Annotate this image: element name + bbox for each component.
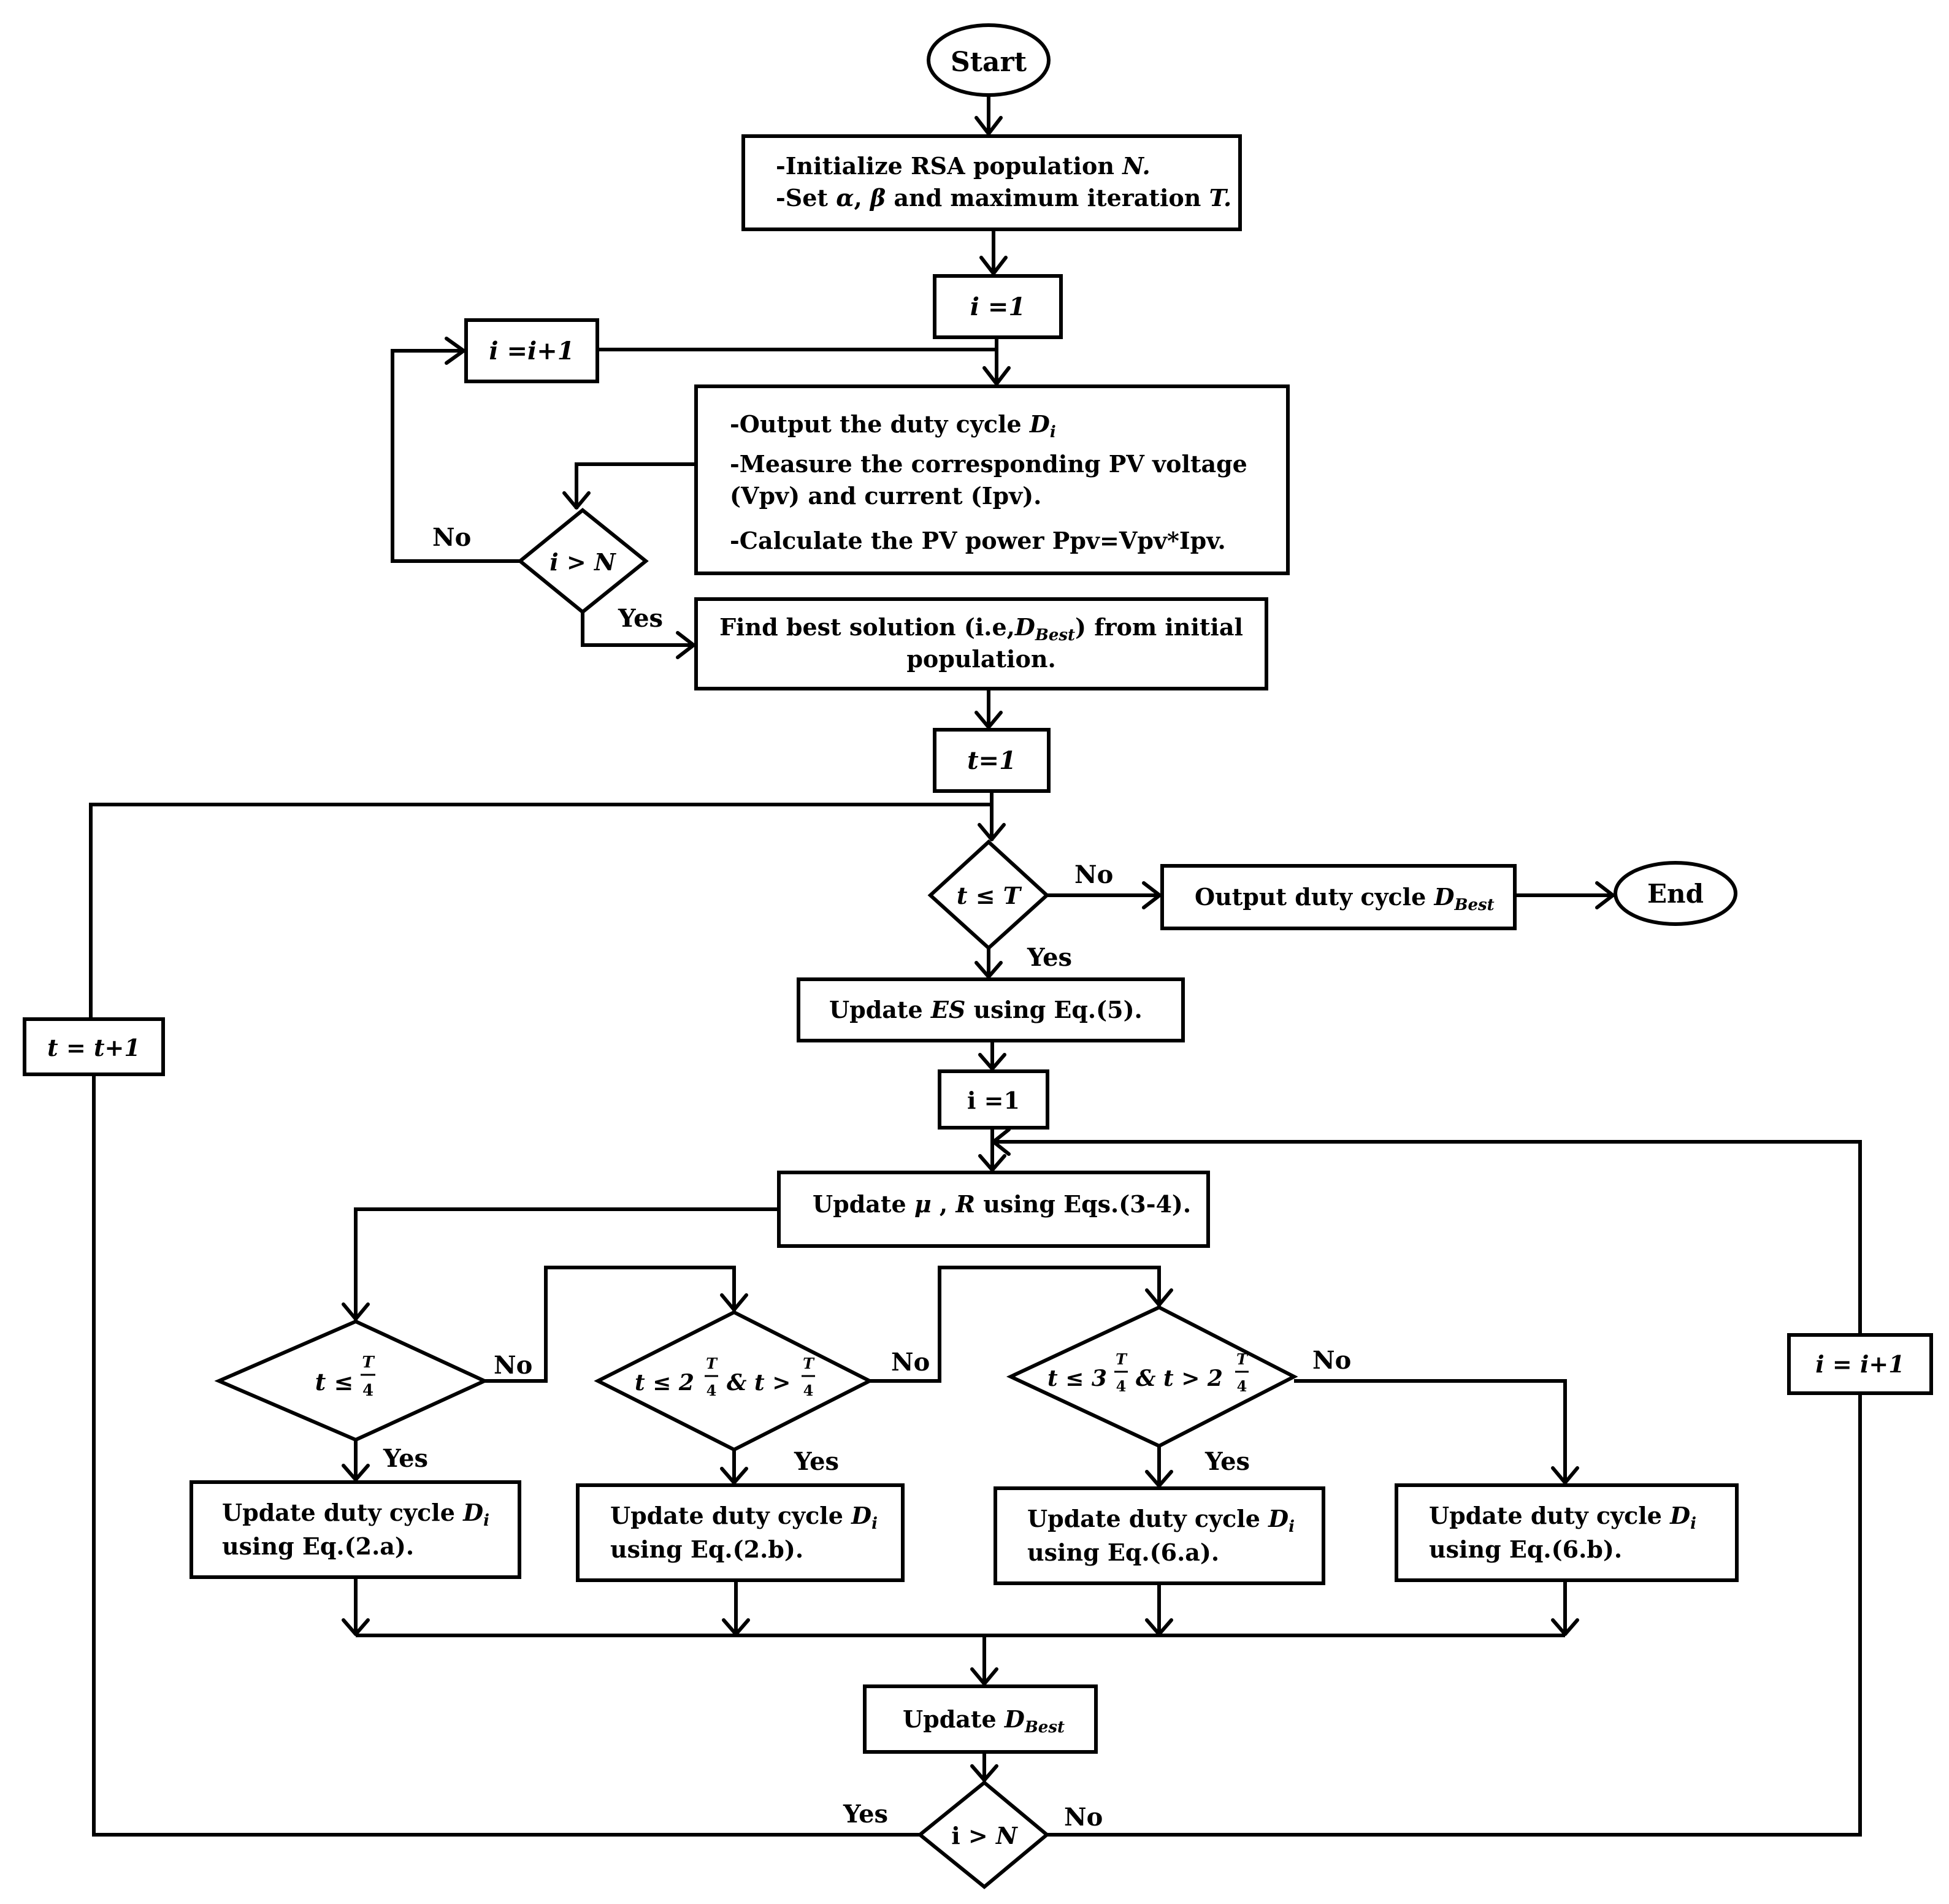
svg-text:T: T [706,1355,718,1372]
update-es-box: Update ES using Eq.(5). [797,977,1185,1042]
svg-text:& t >: & t > [727,1370,791,1396]
find-best-line-2: population. [906,645,1055,673]
decision-t-le-T-label: t ≤ T [957,882,1022,909]
svg-text:t ≤ 2: t ≤ 2 [635,1370,694,1396]
measure-line-1: -Output the duty cycle Di [730,410,1056,442]
decision-phase-1: t ≤ T 4 [214,1319,489,1442]
update-eq-6b-box: Update duty cycle Di using Eq.(6.b). [1395,1483,1739,1582]
no-label-phase-3: No [1312,1346,1351,1375]
i-init-2-label: i =1 [967,1087,1020,1114]
update-es-label: Update ES using Eq.(5). [829,996,1143,1023]
t-init-label: t=1 [967,746,1016,775]
i-increment-right-label: i = i+1 [1815,1350,1904,1378]
svg-text:4: 4 [803,1382,814,1399]
i-init-box: i =1 [933,274,1063,339]
svg-text:& t > 2: & t > 2 [1136,1366,1223,1391]
t-increment-label: t = t+1 [47,1034,140,1061]
i-increment-top-label: i =i+1 [489,337,574,365]
decision-i-greater-n-top-label: i > N [549,548,616,576]
no-label-phase-2: No [891,1348,930,1377]
measure-line-4: -Calculate the PV power Ppv=Vpv*Ipv. [730,527,1226,554]
update-mu-r-label: Update μ , R using Eqs.(3-4). [813,1190,1191,1218]
i-init-box-2: i =1 [938,1069,1049,1130]
yes-label-t: Yes [1027,943,1072,972]
update-eq-2a-line-1: Update duty cycle Di [222,1499,489,1530]
decision-i-greater-n-bottom-label: i > N [951,1822,1018,1849]
svg-text:4: 4 [1237,1377,1247,1395]
branch-labels: No Yes No Yes No Yes No Yes No Yes Yes N… [383,523,1351,1832]
measure-box: -Output the duty cycle Di -Measure the c… [694,384,1290,575]
update-eq-2a-line-2: using Eq.(2.a). [222,1532,414,1560]
svg-text:t ≤ 3: t ≤ 3 [1047,1366,1107,1391]
find-best-line-1: Find best solution (i.e,DBest) from init… [719,613,1243,644]
output-best-box: Output duty cycle DBest [1160,864,1517,930]
decision-phase-3: t ≤ 3 T 4 & t > 2 T 4 [1006,1305,1298,1448]
decision-phase-2: t ≤ 2 T 4 & t > T 4 [594,1310,874,1452]
svg-text:T: T [803,1355,815,1372]
no-label-i-bottom: No [1064,1803,1103,1832]
t-init-box: t=1 [933,728,1051,793]
no-label-phase-1: No [494,1351,532,1380]
update-dbest-label: Update DBest [903,1705,1065,1737]
yes-label-i-bottom: Yes [843,1800,888,1829]
connectors [89,95,1862,1837]
svg-text:4: 4 [1116,1377,1127,1395]
output-best-label: Output duty cycle DBest [1195,883,1495,914]
update-eq-6b-line-2: using Eq.(6.b). [1429,1535,1622,1563]
end-node: End [1614,861,1737,926]
decision-phase-2-expression: t ≤ 2 T 4 & t > T 4 [635,1355,815,1399]
measure-line-2: -Measure the corresponding PV voltage [730,450,1247,478]
start-node: Start [927,23,1051,97]
yes-label-phase-2: Yes [794,1447,839,1476]
decision-phase-3-expression: t ≤ 3 T 4 & t > 2 T 4 [1047,1350,1249,1395]
start-label: Start [951,47,1027,78]
update-eq-2b-line-2: using Eq.(2.b). [610,1535,803,1563]
no-label-i-top: No [432,523,471,552]
i-init-label: i =1 [970,292,1025,321]
decision-i-greater-n-bottom: i > N [917,1780,1050,1889]
t-increment-box: t = t+1 [23,1017,165,1076]
init-box: -Initialize RSA population N. -Set α, β … [741,134,1242,231]
update-eq-6a-line-2: using Eq.(6.a). [1027,1539,1219,1566]
update-eq-2b-line-1: Update duty cycle Di [610,1502,878,1533]
i-increment-top-box: i =i+1 [464,318,599,383]
update-eq-2b-box: Update duty cycle Di using Eq.(2.b). [576,1483,905,1582]
init-line-2: -Set α, β and maximum iteration T. [776,184,1231,212]
decision-t-le-T: t ≤ T [927,839,1050,951]
decision-i-greater-n-top: i > N [517,508,649,614]
decision-phase-1-lhs: t ≤ [315,1368,354,1396]
svg-text:T: T [362,1353,375,1372]
find-best-box: Find best solution (i.e,DBest) from init… [694,597,1268,690]
measure-line-3: (Vpv) and current (Ipv). [730,482,1041,510]
update-eq-2a-box: Update duty cycle Di using Eq.(2.a). [190,1480,521,1579]
svg-text:4: 4 [362,1382,373,1400]
yes-label-phase-3: Yes [1204,1447,1250,1476]
update-eq-6a-box: Update duty cycle Di using Eq.(6.a). [994,1486,1325,1585]
i-increment-right-box: i = i+1 [1787,1333,1933,1395]
decision-phase-1-fraction: T 4 [361,1353,375,1400]
update-eq-6a-line-1: Update duty cycle Di [1027,1505,1295,1536]
yes-label-i-top: Yes [618,604,663,633]
update-eq-6b-line-1: Update duty cycle Di [1429,1502,1696,1533]
yes-label-phase-1: Yes [383,1444,428,1473]
svg-text:T: T [1116,1350,1128,1368]
end-label: End [1647,879,1704,909]
svg-text:T: T [1236,1350,1249,1368]
no-label-t: No [1074,860,1113,889]
init-line-1: -Initialize RSA population N. [776,152,1151,180]
update-dbest-box: Update DBest [863,1684,1098,1754]
update-mu-r-box: Update μ , R using Eqs.(3-4). [777,1171,1210,1248]
svg-text:4: 4 [706,1382,717,1399]
